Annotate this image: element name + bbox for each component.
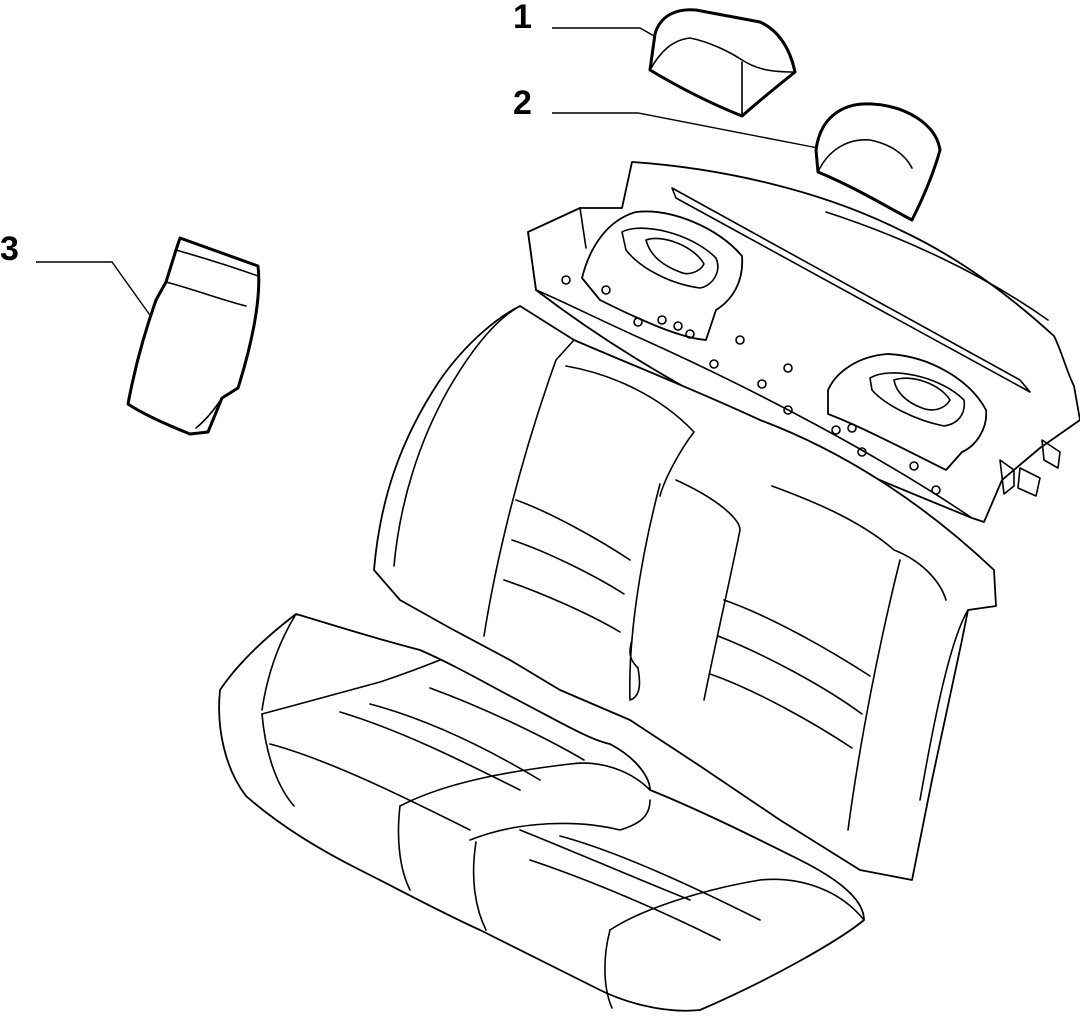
callout-number-3[interactable]: 3 xyxy=(0,230,19,268)
rear-parcel-shelf xyxy=(527,161,1080,523)
leader-line-2 xyxy=(552,112,819,149)
headrest-2[interactable] xyxy=(814,102,942,222)
headrest-1[interactable] xyxy=(648,8,797,118)
leader-line-1 xyxy=(552,27,655,37)
callout-number-2[interactable]: 2 xyxy=(513,84,532,122)
rear-seat-back xyxy=(373,305,997,881)
callout-number-1[interactable]: 1 xyxy=(513,0,532,36)
leader-line-3 xyxy=(36,261,153,319)
armrest-3[interactable] xyxy=(126,236,261,436)
rear-seat-cushion xyxy=(218,613,865,1012)
